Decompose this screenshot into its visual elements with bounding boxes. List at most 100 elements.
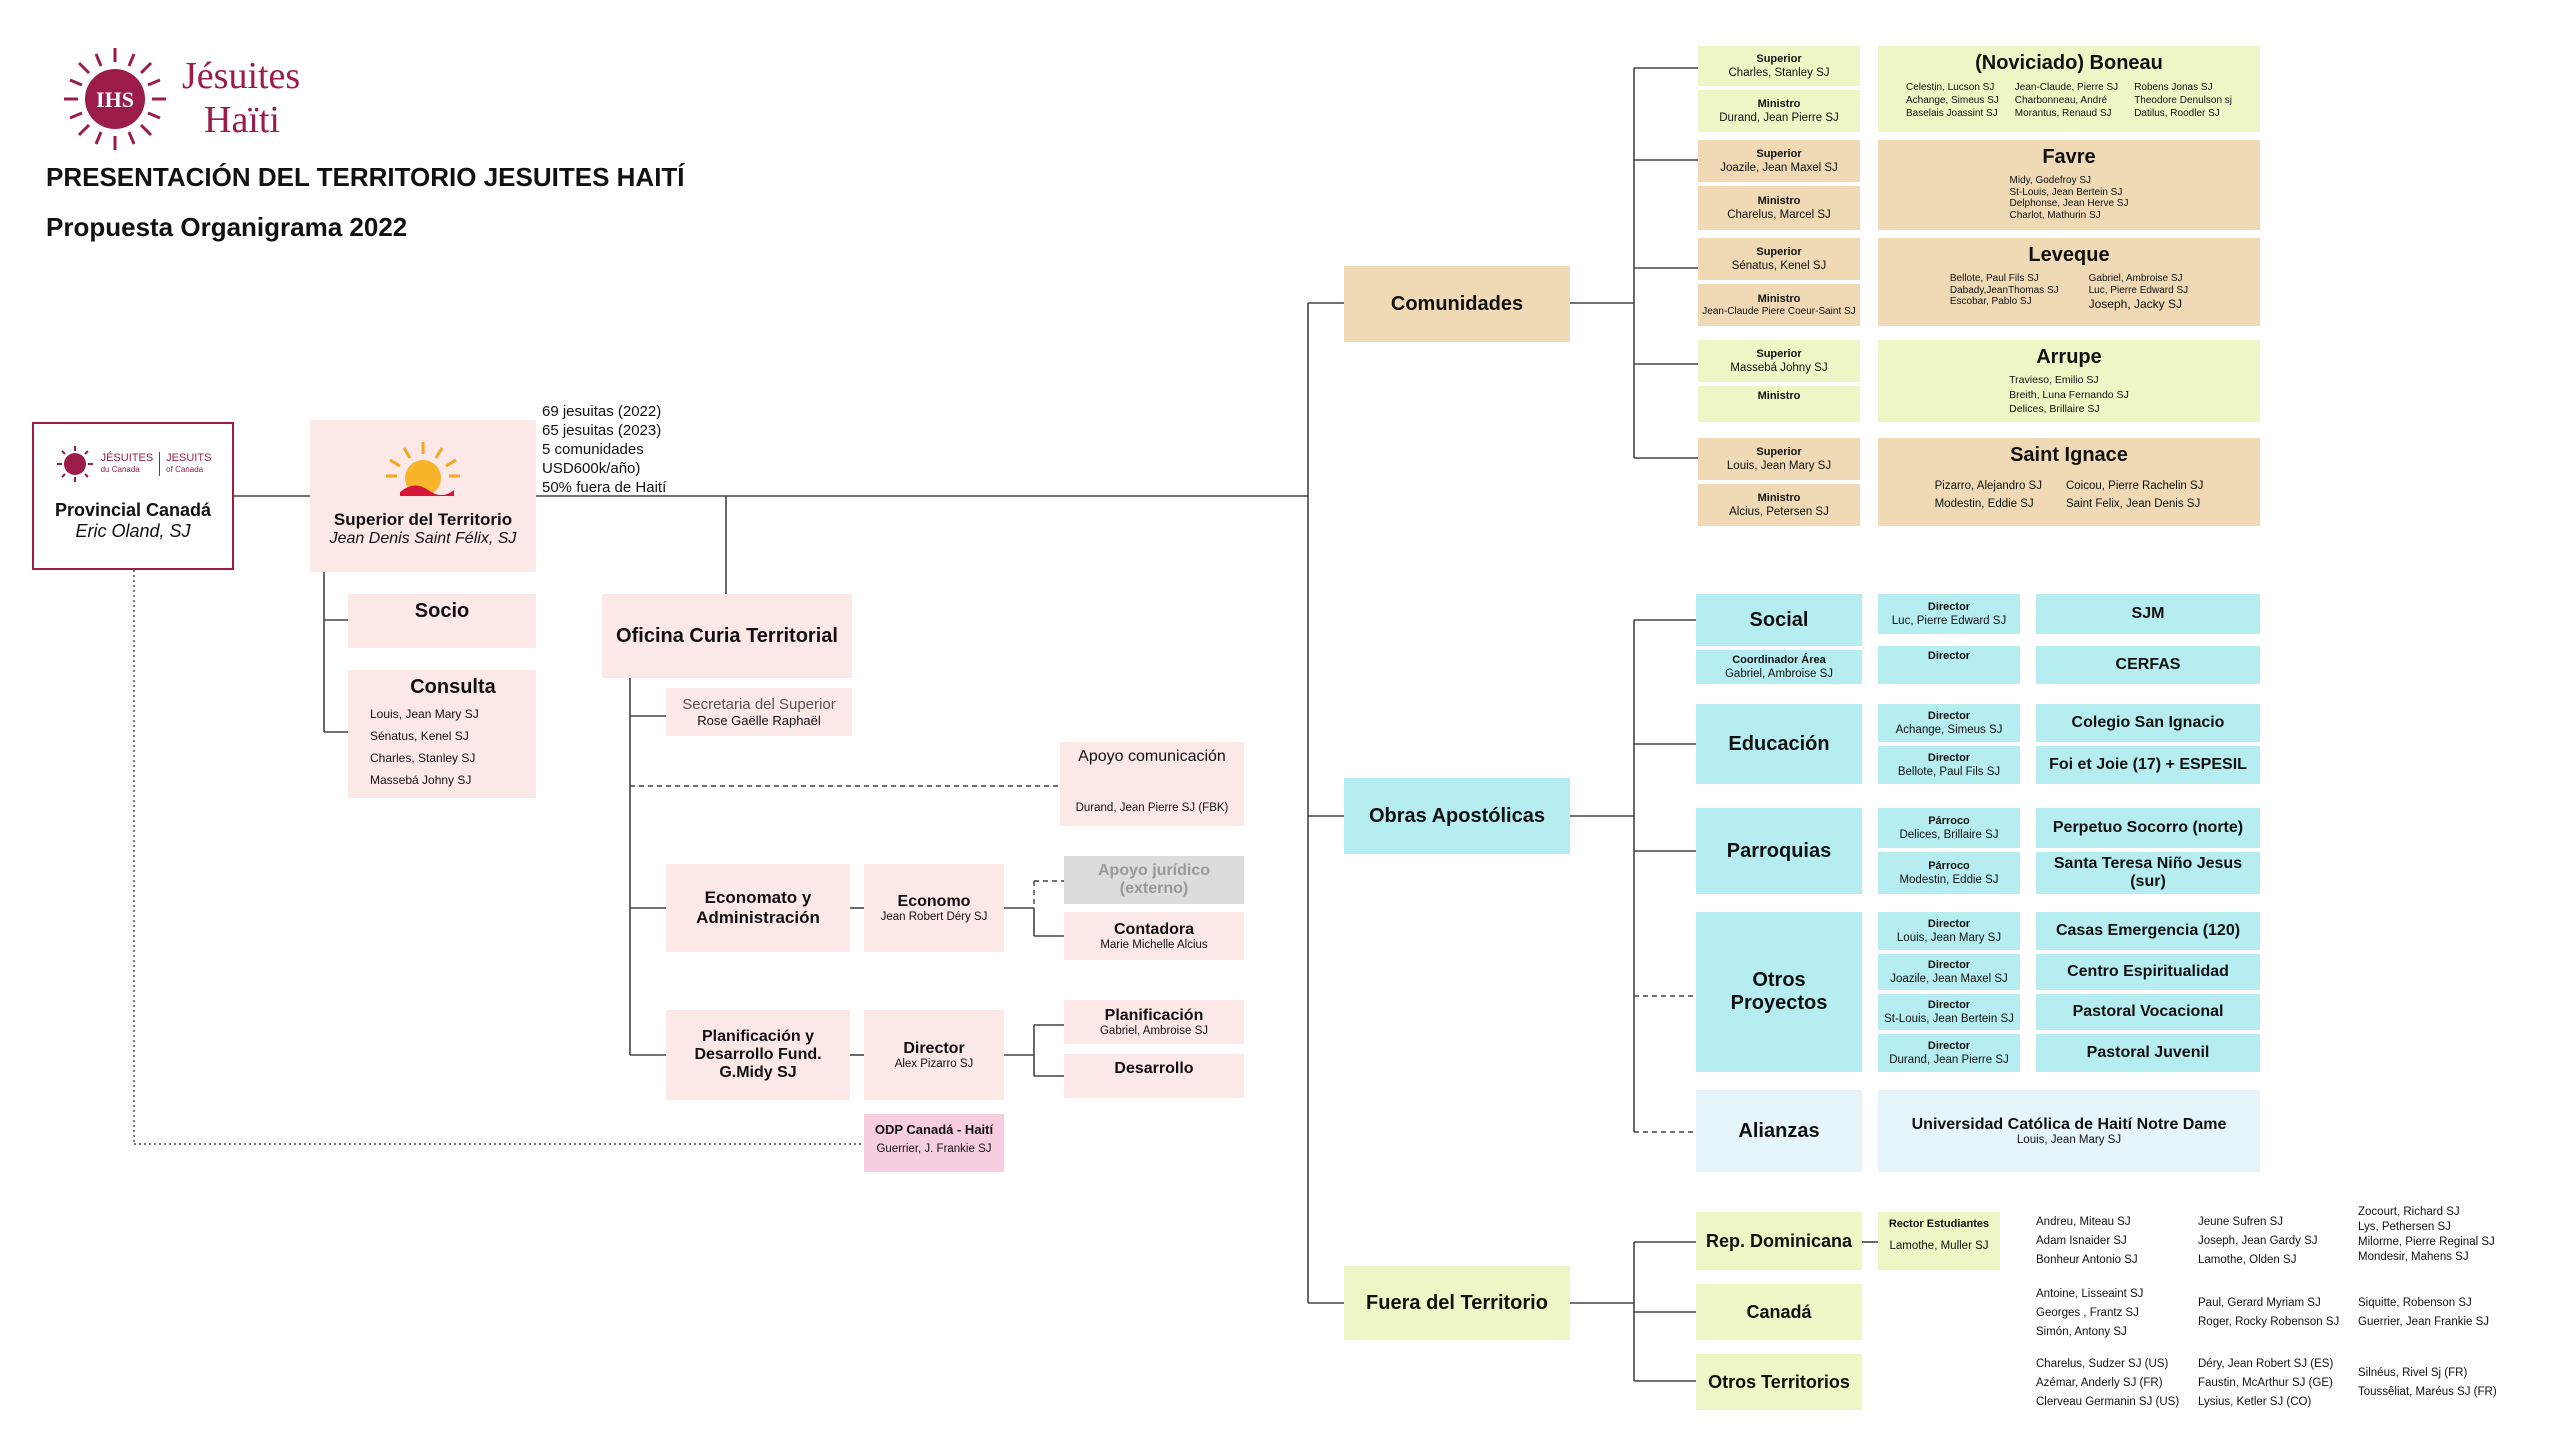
director-box[interactable]: Director Louis, Jean Mary SJ [1878,912,2020,950]
parroco-label: Párroco [1928,814,1970,827]
obra-work-box[interactable]: Pastoral Vocacional [2036,994,2260,1030]
director-box[interactable]: Director Joazile, Jean Maxel SJ [1878,954,2020,990]
director-plan-box[interactable]: Director Alex Pizarro SJ [864,1010,1004,1100]
alianza-work-box[interactable]: Universidad Católica de Haití Notre Dame… [1878,1090,2260,1172]
obra-work-box[interactable]: Foi et Joie (17) + ESPESIL [2036,746,2260,784]
director-box[interactable]: Director Achange, Simeus SJ [1878,704,2020,742]
comunicacion-box[interactable]: Apoyo comunicación Durand, Jean Pierre S… [1060,742,1244,826]
alianza-name: Louis, Jean Mary SJ [2016,1134,2122,1146]
ihs-small-seal-icon [56,446,93,482]
parroco-box[interactable]: Párroco Delices, Brillaire SJ [1878,808,2020,848]
obras-box[interactable]: Obras Apostólicas [1344,778,1570,854]
obras-title: Obras Apostólicas [1369,804,1545,827]
list-item: Roger, Rocky Robenson SJ [2198,1316,2340,1328]
parroco-box[interactable]: Párroco Modestin, Eddie SJ [1878,852,2020,894]
community-leader-box[interactable]: Ministro Alcius, Petersen SJ [1698,484,1860,526]
obra-area-social[interactable]: Social [1696,594,1862,646]
obra-area-educacion[interactable]: Educación [1696,704,1862,784]
community-leader-box[interactable]: Superior Massebá Johny SJ [1698,340,1860,382]
planificacion-title: Planificación [1104,1007,1204,1024]
director-box[interactable]: Director Bellote, Paul Fils SJ [1878,746,2020,784]
obra-area-title: Alianzas [1738,1119,1820,1142]
contadora-box[interactable]: Contadora Marie Michelle Alcius [1064,912,1244,960]
community-leader-box[interactable]: Ministro [1698,386,1860,422]
community-box[interactable]: (Noviciado) Boneau Celestin, Lucson SJ J… [1878,46,2260,132]
obra-area-title: Educación [1728,732,1830,755]
rep-dominicana-box[interactable]: Rep. Dominicana [1696,1212,1862,1270]
planificacion-dept-box[interactable]: Planificación y Desarrollo Fund. G.Midy … [666,1010,850,1100]
director-box[interactable]: Director Durand, Jean Pierre SJ [1878,1034,2020,1072]
list-item: Jean-Claude, Pierre SJ [2014,82,2119,93]
obra-work-box[interactable]: CERFAS [2036,646,2260,684]
secretaria-box[interactable]: Secretaria del Superior Rose Gaëlle Raph… [666,688,852,736]
obra-area-otros[interactable]: Otros Proyectos [1696,912,1862,1072]
community-leader-box[interactable]: Superior Joazile, Jean Maxel SJ [1698,140,1860,182]
director-label: Director [1927,709,1971,722]
sun-logo-icon [386,442,460,496]
community-leader-box[interactable]: Ministro Jean-Claude Piere Coeur-Saint S… [1698,284,1860,326]
fuera-box[interactable]: Fuera del Territorio [1344,1266,1570,1340]
comunidades-box[interactable]: Comunidades [1344,266,1570,342]
director-plan-title: Director [903,1040,965,1057]
secretaria-name: Rose Gaëlle Raphaël [697,713,821,728]
planificacion-box[interactable]: Planificación Gabriel, Ambroise SJ [1064,1000,1244,1044]
superior-territorio-box[interactable]: Superior del Territorio Jean Denis Saint… [310,420,536,572]
list-item: Adam Isnaider SJ [2036,1235,2127,1247]
obra-work-box[interactable]: Colegio San Ignacio [2036,704,2260,742]
economato-title: Economato y Administración [696,888,820,927]
community-box[interactable]: Leveque Bellote, Paul Fils SJ Dabady,Jea… [1878,238,2260,326]
list-item: Clerveau Germanin SJ (US) [2036,1396,2180,1408]
community-box[interactable]: Favre Midy, Godefroy SJ St-Louis, Jean B… [1878,140,2260,230]
curia-box[interactable]: Oficina Curia Territorial [602,594,852,678]
community-leader-box[interactable]: Ministro Charelus, Marcel SJ [1698,186,1860,230]
desarrollo-box[interactable]: Desarrollo [1064,1054,1244,1098]
community-box[interactable]: Saint Ignace Pizarro, Alejandro SJ Coico… [1878,438,2260,526]
otros-territorios-box[interactable]: Otros Territorios [1696,1354,1862,1410]
community-leader-box[interactable]: Superior Charles, Stanley SJ [1698,46,1860,86]
economo-title: Economo [897,893,971,910]
list-item: Jeune Sufren SJ [2198,1216,2284,1228]
rector-box[interactable]: Rector Estudiantes Lamothe, Muller SJ [1878,1212,2000,1270]
obra-work-box[interactable]: Pastoral Juvenil [2036,1034,2260,1072]
community-leader-box[interactable]: Ministro Durand, Jean Pierre SJ [1698,90,1860,132]
director-box[interactable]: Director St-Louis, Jean Bertein SJ [1878,994,2020,1030]
rd-people-col-3: Zocourt, Richard SJ Lys, Pethersen SJ Mi… [2358,1205,2495,1265]
obra-work-box[interactable]: Centro Espiritualidad [2036,954,2260,990]
consulta-box[interactable]: Consulta Louis, Jean Mary SJ Sénatus, Ke… [348,670,536,798]
obra-work-title: Pastoral Juvenil [2086,1044,2210,1061]
juridico-box[interactable]: Apoyo jurídico (externo) [1064,856,1244,904]
obra-work-box[interactable]: Santa Teresa Niño Jesus (sur) [2036,852,2260,894]
director-box[interactable]: Director [1878,646,2020,684]
director-name: Louis, Jean Mary SJ [1896,931,2002,944]
obra-area-title: Parroquias [1726,839,1832,862]
economato-box[interactable]: Economato y Administración [666,864,850,952]
coordinador-box[interactable]: Coordinador Área Gabriel, Ambroise SJ [1696,650,1862,684]
director-box[interactable]: Director Luc, Pierre Edward SJ [1878,594,2020,634]
community-leader-box[interactable]: Superior Louis, Jean Mary SJ [1698,438,1860,480]
director-label: Director [1927,917,1971,930]
odp-box[interactable]: ODP Canadá - Haití Guerrier, J. Frankie … [864,1114,1004,1172]
page-subtitle: Propuesta Organigrama 2022 [46,212,408,242]
ot-people-col-3: Silnéus, Rivel Sj (FR) Toussêliat, Maréu… [2358,1364,2497,1402]
obra-area-alianzas[interactable]: Alianzas [1696,1090,1862,1172]
planificacion-name: Gabriel, Ambroise SJ [1099,1025,1208,1037]
obra-work-box[interactable]: SJM [2036,594,2260,634]
economo-box[interactable]: Economo Jean Robert Déry SJ [864,864,1004,952]
list-item: Charlot, Mathurin SJ [2009,209,2101,221]
community-box[interactable]: Arrupe Travieso, Emilio SJ Breith, Luna … [1878,340,2260,422]
obra-work-box[interactable]: Casas Emergencia (120) [2036,912,2260,950]
canada-box[interactable]: Canadá [1696,1284,1862,1340]
obra-work-box[interactable]: Perpetuo Socorro (norte) [2036,808,2260,848]
ca-people-col-3: Siquitte, Robenson SJ Guerrier, Jean Fra… [2358,1294,2489,1332]
provincial-canada-box[interactable]: JÉSUITES du Canada JESUITS of Canada Pro… [32,422,234,570]
obra-area-parroquias[interactable]: Parroquias [1696,808,1862,894]
list-item: Sénatus, Kenel SJ [370,729,469,743]
desarrollo-title: Desarrollo [1114,1060,1194,1077]
list-item: Gabriel, Ambroise SJ [2088,273,2183,284]
obra-work-title: CERFAS [2115,656,2181,673]
community-leader-box[interactable]: Superior Sénatus, Kenel SJ [1698,238,1860,280]
list-item: Breith, Luna Fernando SJ [2009,388,2129,401]
list-item: Pizarro, Alejandro SJ [1934,480,2042,492]
superior-name: Sénatus, Kenel SJ [1731,259,1827,272]
socio-box[interactable]: Socio [348,594,536,648]
